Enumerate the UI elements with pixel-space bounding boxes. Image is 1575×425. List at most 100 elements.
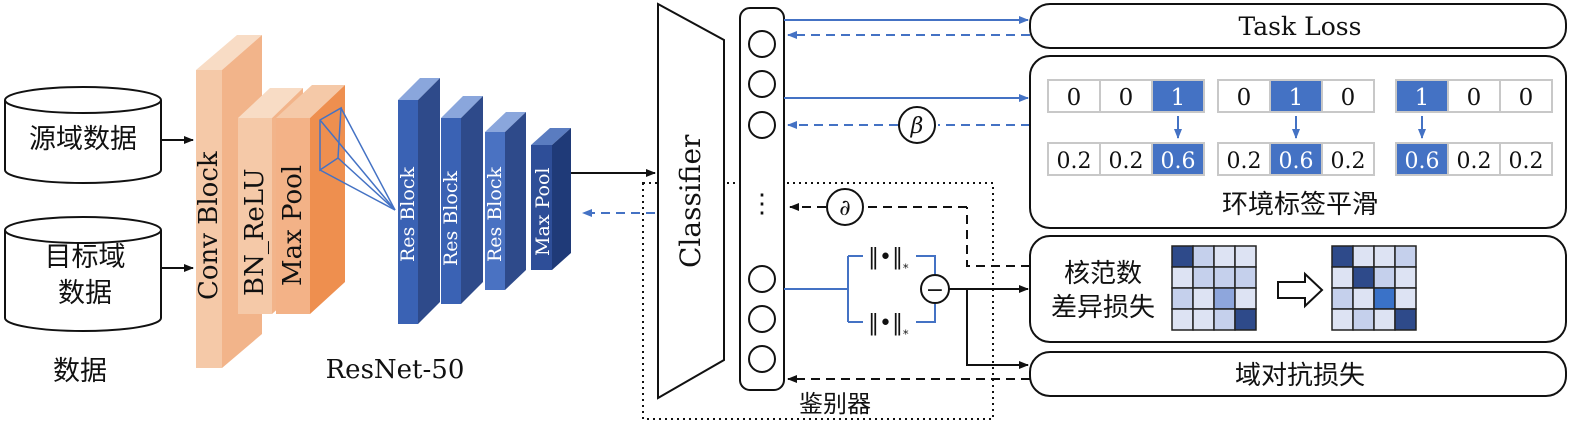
onehot-value: 1 [1415, 85, 1430, 111]
nuclear-norm-bottom: ‖•‖ [868, 311, 903, 336]
matrix-cell [1373, 266, 1396, 289]
matrix-cell [1394, 308, 1417, 331]
smoothed-cell [1321, 142, 1375, 176]
task-loss-label: Task Loss [1239, 12, 1362, 41]
ellipsis-dots: ⋮ [749, 189, 775, 219]
adversarial-loss-box: 域对抗损失 [1029, 351, 1567, 397]
output-node [748, 305, 776, 333]
matrix-cell [1234, 308, 1257, 331]
matrix-cell [1234, 287, 1257, 310]
norm-join-top [916, 255, 936, 274]
matrix-cell [1234, 266, 1257, 289]
matrix-cell [1213, 308, 1236, 331]
matrix-cell [1373, 287, 1396, 310]
smoothed-cell [1269, 142, 1323, 176]
minus-symbol: − [926, 278, 944, 303]
nuclear-norm-box: 核范数 差异损失 [1029, 235, 1567, 343]
nuclear-norm-bottom-sub: * [903, 328, 909, 341]
smoothed-value: 0.2 [1109, 149, 1144, 174]
onehot-value: 0 [1467, 85, 1482, 111]
beta-node: β [898, 106, 936, 144]
partial-feedback-line [966, 207, 1030, 267]
partial-symbol: ∂ [839, 196, 850, 221]
matrix-cell [1213, 287, 1236, 310]
transform-arrow-icon [1277, 271, 1324, 309]
matrix-cell [1213, 266, 1236, 289]
minus-to-adversarial-arrow [966, 289, 1029, 369]
matrix-cell [1352, 287, 1375, 310]
output-node [748, 345, 776, 373]
onehot-cell [1499, 79, 1553, 113]
max-pool-block-2: Max Pool [531, 128, 571, 270]
matrix-after [1331, 245, 1417, 331]
norm-join-bottom [916, 304, 936, 323]
smoothed-cell [1499, 142, 1553, 176]
nuclear-norm-top: ‖•‖ [868, 245, 903, 270]
smoothed-value: 0.2 [1331, 149, 1366, 174]
target-data-label-line2: 数据 [58, 278, 112, 309]
smoothed-value: 0.2 [1227, 149, 1262, 174]
target-data-cylinder: 目标域 数据 [4, 216, 162, 332]
res-block-1: Res Block [397, 78, 440, 324]
res-block-3-label: Res Block [484, 167, 506, 262]
matrix-before [1171, 245, 1257, 331]
bn-relu-label: BN_ReLU [240, 168, 270, 296]
onehot-cell [1099, 79, 1153, 113]
smoothed-value: 0.6 [1405, 149, 1440, 174]
onehot-cell [1447, 79, 1501, 113]
classifier-label: Classifier [674, 134, 707, 268]
smoothed-value: 0.2 [1457, 149, 1492, 174]
nuclear-norm-label-line2: 差异损失 [1051, 293, 1155, 323]
matrix-cell [1331, 266, 1354, 289]
matrix-cell [1331, 308, 1354, 331]
matrix-cell [1331, 245, 1354, 268]
res-block-2-label: Res Block [440, 171, 462, 266]
smoothed-value: 0.2 [1057, 149, 1092, 174]
adversarial-loss-label: 域对抗损失 [1235, 361, 1365, 391]
conv-block-label: Conv Block [194, 151, 224, 300]
matrix-cell [1352, 266, 1375, 289]
onehot-cell [1151, 79, 1205, 113]
nuclear-norm-label-line1: 核范数 [1064, 259, 1142, 289]
smoothed-value: 0.6 [1161, 149, 1196, 174]
res-block-1-label: Res Block [397, 167, 419, 262]
partial-node: ∂ [826, 188, 864, 226]
onehot-cell [1321, 79, 1375, 113]
matrix-cell [1394, 245, 1417, 268]
onehot-value: 0 [1237, 85, 1252, 111]
matrix-cell [1171, 287, 1194, 310]
onehot-cell [1395, 79, 1449, 113]
matrix-cell [1213, 245, 1236, 268]
matrix-cell [1373, 308, 1396, 331]
matrix-cell [1192, 308, 1215, 331]
onehot-value: 1 [1171, 85, 1186, 111]
matrix-cell [1352, 308, 1375, 331]
onehot-value: 0 [1519, 85, 1534, 111]
source-data-cylinder: 源域数据 [4, 86, 162, 184]
discriminator-region [642, 182, 994, 420]
discriminator-label: 鉴别器 [799, 390, 871, 418]
pooling-funnel [319, 106, 396, 211]
output-node [748, 111, 776, 139]
res-block-3: Res Block [484, 112, 526, 290]
source-data-label: 源域数据 [29, 124, 137, 155]
task-loss-box: Task Loss [1029, 3, 1567, 49]
beta-symbol: β [910, 114, 924, 139]
max-pool-block: Max Pool [276, 85, 345, 314]
label-smoothing-label: 环境标签平滑 [1222, 190, 1378, 220]
matrix-cell [1373, 245, 1396, 268]
matrix-cell [1352, 245, 1375, 268]
max-pool-label: Max Pool [278, 165, 308, 286]
smoothed-cell [1151, 142, 1205, 176]
matrix-cell [1192, 245, 1215, 268]
output-node [748, 265, 776, 293]
matrix-cell [1192, 266, 1215, 289]
max-pool-2-label: Max Pool [532, 167, 554, 256]
output-node [748, 30, 776, 58]
matrix-cell [1171, 266, 1194, 289]
